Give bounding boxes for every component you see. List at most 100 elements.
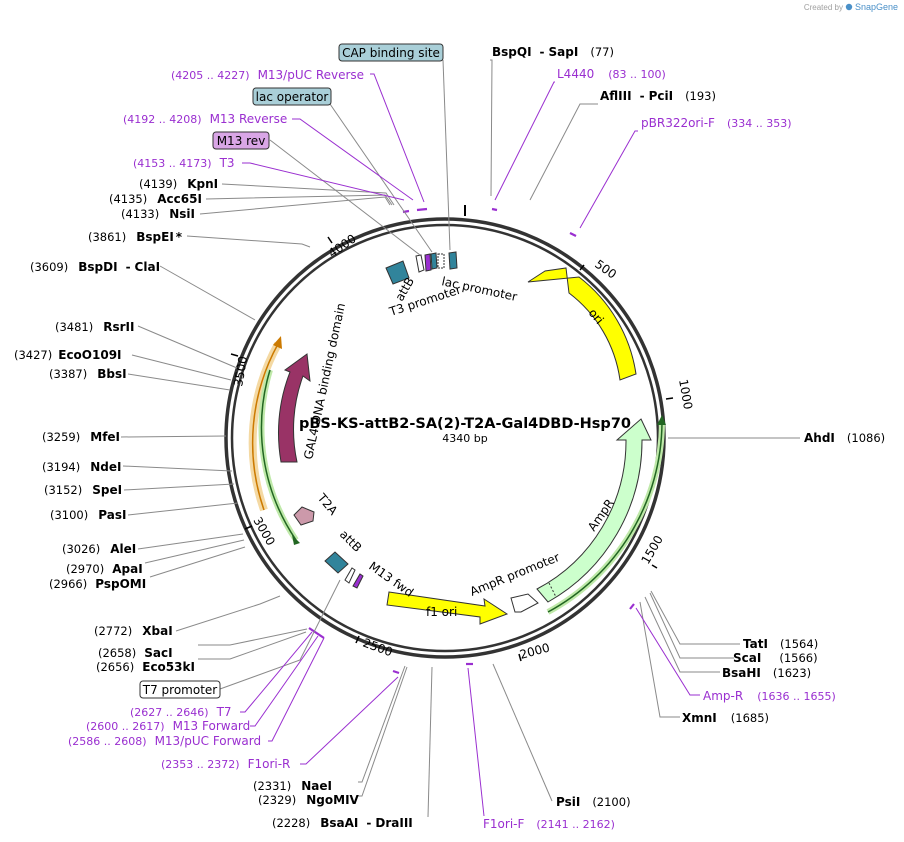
- enzyme-name: BsaHI: [722, 666, 761, 680]
- primer-marks: [308, 207, 635, 675]
- backbone-inner: [230, 223, 660, 653]
- feature-m13-fwd: M13 fwd: [344, 559, 416, 600]
- tick-mark: [518, 653, 522, 662]
- enzyme-leaders: [120, 59, 800, 818]
- ampr-strand-line-inner: [547, 422, 663, 613]
- leader-line: [159, 265, 256, 321]
- enzyme-name: MfeI: [90, 430, 120, 444]
- enzyme-label: (4139)KpnI: [139, 177, 218, 191]
- boxed-t7-promoter: T7 promoter: [139, 680, 221, 699]
- enzyme-name: AhdI: [804, 431, 835, 445]
- leader-line: [149, 546, 246, 578]
- leader-line: [467, 667, 485, 817]
- enzyme-pos: (3427): [14, 348, 52, 362]
- enzyme-name: Eco53kI: [142, 660, 195, 674]
- primer-mark: [392, 669, 400, 675]
- tick-mark: [230, 353, 239, 357]
- leader-line: [269, 139, 421, 256]
- enzyme-label: (3427)EcoO109I: [14, 348, 122, 362]
- leader-line: [205, 194, 393, 206]
- primer-name: T3: [219, 156, 235, 170]
- enzyme-pos: (3194): [42, 460, 80, 474]
- enzyme-pos: (3152): [44, 483, 82, 497]
- primer-name: M13 Forward: [173, 719, 251, 733]
- leader-line: [268, 637, 325, 742]
- primer-label: (2627 .. 2646)T7: [130, 705, 232, 719]
- leader-line: [300, 676, 399, 765]
- enzyme-label: AhdI(1086): [804, 431, 885, 445]
- ampr-strand-arrow-icon: [657, 415, 666, 425]
- leader-line: [198, 631, 307, 660]
- creator-credit: Created by SnapGene: [804, 2, 898, 12]
- enzyme-pos: (2329): [258, 793, 296, 807]
- boxed-label: T7 promoter: [142, 683, 218, 697]
- enzyme-pos: (3026): [62, 542, 100, 556]
- enzyme-star: *: [176, 230, 183, 244]
- enzyme-label: (2656)Eco53kI: [96, 660, 195, 674]
- primer-name: pBR322ori-F: [641, 116, 715, 130]
- enzyme-name: SpeI: [92, 483, 122, 497]
- enzyme-label: (3609)BspDI-ClaI: [30, 260, 160, 274]
- primer-name: M13 Reverse: [210, 112, 288, 126]
- gal4-strand-orange-inner: [251, 343, 279, 511]
- feature-gal4-dbd: GAL4 DNA binding domain: [278, 302, 348, 463]
- primer-name: T7: [216, 705, 232, 719]
- leader-line: [292, 118, 414, 201]
- leader-line: [123, 483, 235, 491]
- enzyme-name: XbaI: [142, 624, 172, 638]
- primer-leaders: [240, 73, 700, 817]
- enzyme-name: NaeI: [301, 779, 332, 793]
- snapgene-logo-icon: [845, 3, 853, 11]
- gal4-strand-arrow-icon: [273, 336, 282, 349]
- enzyme-pos: (2100): [592, 795, 630, 809]
- primer-label: (4205 .. 4227)M13/pUC Reverse: [171, 68, 364, 82]
- leader-line: [635, 607, 700, 696]
- enzyme-pos: (3259): [42, 430, 80, 444]
- enzyme-label: (4135)Acc65I: [109, 192, 202, 206]
- leader-line: [137, 533, 244, 550]
- enzyme-label: BspQI-SapI(77): [492, 45, 614, 59]
- enzyme-label: (3100) PasI: [50, 508, 126, 522]
- feature-leaders: [219, 59, 451, 690]
- primer-mark: [308, 627, 325, 639]
- primer-label: (2586 .. 2608)M13/pUC Forward: [68, 734, 261, 748]
- enzyme-name-2: SapI: [549, 45, 579, 59]
- enzyme-label: (2329)NgoMIV: [258, 793, 360, 807]
- enzyme-label: PsiI(2100): [556, 795, 631, 809]
- left-strand-arrow-icon: [292, 535, 300, 545]
- enzyme-name: PspOMI: [95, 577, 146, 591]
- enzyme-pos: (1623): [773, 666, 811, 680]
- feature-ori: ori: [527, 267, 637, 381]
- enzyme-dash: -: [640, 89, 645, 103]
- leader-line: [186, 235, 311, 248]
- primer-label: (4153 .. 4173)T3: [133, 156, 235, 170]
- enzyme-pos: (3100): [50, 508, 88, 522]
- plasmid-name: pBS-KS-attB2-SA(2)-T2A-Gal4DBD-Hsp70: [299, 416, 631, 432]
- enzyme-label: ScaI(1566): [733, 651, 818, 665]
- enzyme-label: (2331)NaeI: [253, 779, 332, 793]
- plasmid-length: 4340 bp: [442, 432, 487, 445]
- tick-mark: [244, 525, 253, 530]
- leader-line: [639, 601, 680, 718]
- enzyme-pos: (3609): [30, 260, 68, 274]
- tick-marks: [230, 236, 674, 662]
- enzyme-name: PasI: [98, 508, 126, 522]
- primer-pos: (4205 .. 4227): [171, 69, 250, 82]
- left-strand-green-inner: [260, 369, 297, 541]
- primer-pos: (2600 .. 2617): [86, 720, 165, 733]
- enzyme-pos: (3481): [55, 320, 93, 334]
- enzyme-name: NsiI: [169, 207, 195, 221]
- enzyme-label: (3387)BbsI: [49, 367, 127, 381]
- enzyme-pos: (2966): [49, 577, 87, 591]
- enzyme-pos: (2228): [272, 816, 310, 830]
- leader-line: [492, 663, 553, 802]
- feature-promoter-cluster: [415, 251, 458, 273]
- tick-mark: [651, 564, 658, 569]
- enzyme-label: (3152) SpeI: [44, 483, 122, 497]
- enzyme-pos: (1685): [731, 711, 769, 725]
- feature-f1-ori: f1 ori: [386, 591, 509, 625]
- enzyme-name: NdeI: [90, 460, 121, 474]
- enzyme-pos: (3861): [88, 230, 126, 244]
- enzyme-label: TatI(1564): [743, 637, 818, 651]
- leader-line: [221, 183, 395, 206]
